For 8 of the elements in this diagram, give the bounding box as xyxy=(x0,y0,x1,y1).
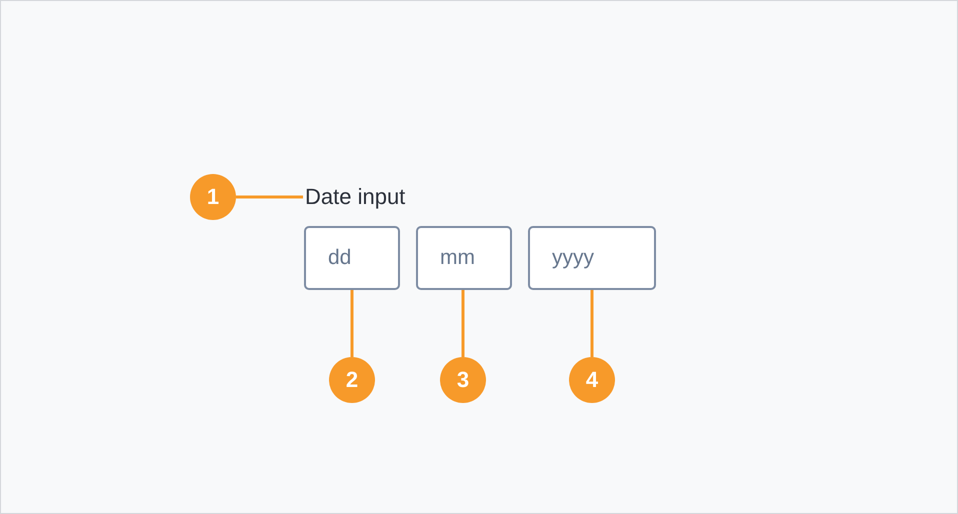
date-field: dd xyxy=(304,226,400,290)
date-field: mm xyxy=(416,226,512,290)
leader-line xyxy=(350,290,354,357)
leader-line xyxy=(236,196,303,198)
leader-line xyxy=(462,290,464,357)
date-field: yyyy xyxy=(528,226,656,290)
field-label: Date input xyxy=(305,183,427,211)
leader-line xyxy=(590,290,594,357)
